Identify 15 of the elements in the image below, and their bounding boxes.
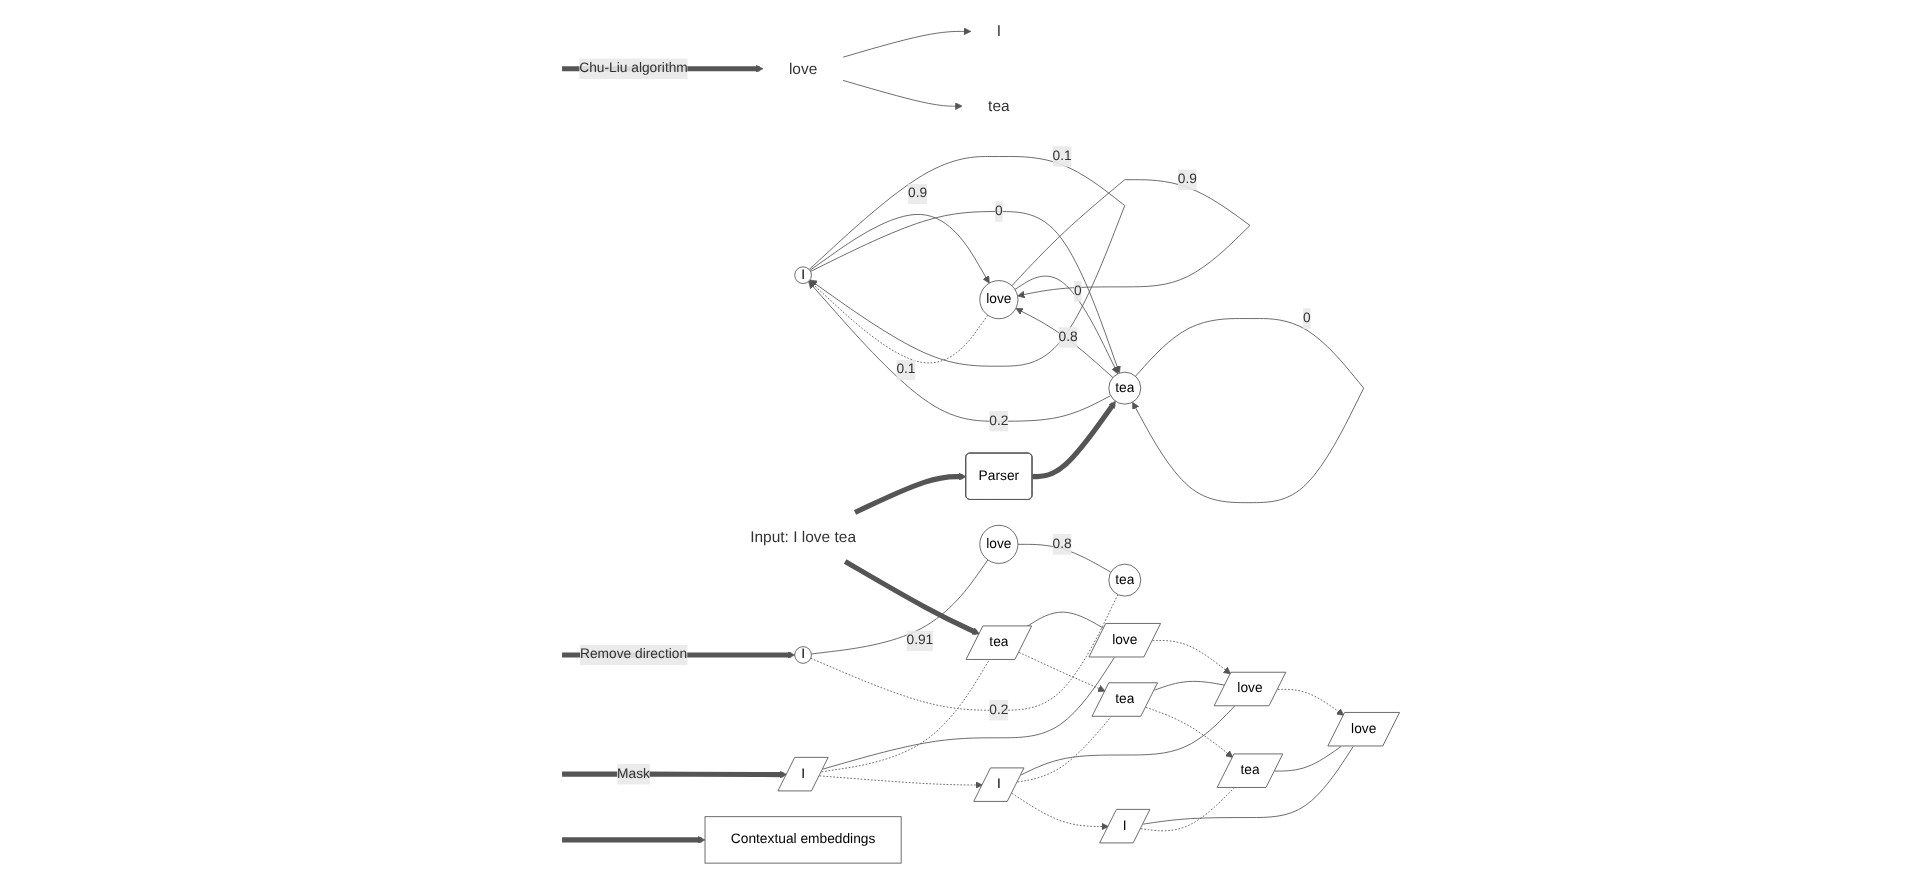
- connector: [810, 559, 989, 655]
- arrow: [843, 559, 980, 635]
- connector: [821, 659, 990, 773]
- connector: [1154, 680, 1226, 691]
- arrow: [853, 472, 967, 515]
- connector: [1017, 716, 1112, 783]
- connector: [1140, 787, 1235, 832]
- connector: [810, 594, 1119, 711]
- arrow: [1032, 400, 1116, 480]
- connector: [1142, 745, 1354, 825]
- connector: [1017, 543, 1112, 573]
- connector: [1274, 745, 1342, 772]
- arrow: [562, 836, 706, 844]
- connector: [1026, 611, 1105, 629]
- connector: [822, 657, 1115, 770]
